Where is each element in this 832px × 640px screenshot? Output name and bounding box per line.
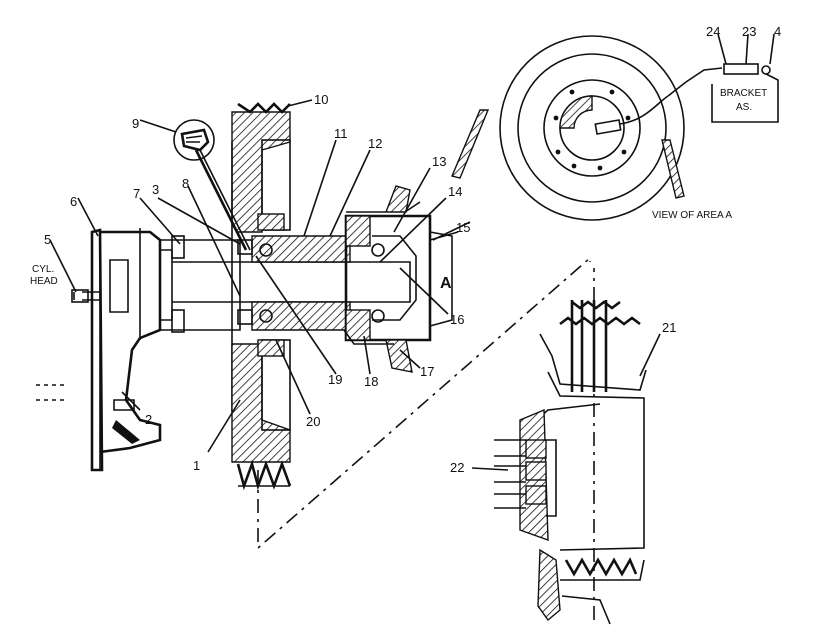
callout-8: 8 <box>182 176 189 191</box>
callout-17: 17 <box>420 364 434 379</box>
detail-boundary <box>257 256 591 550</box>
cyl-label: CYL. <box>32 264 54 275</box>
head-label: HEAD <box>30 276 58 287</box>
view-of-area-a <box>451 35 779 221</box>
area-a-marker: A <box>440 275 452 292</box>
callout-10: 10 <box>314 92 328 107</box>
callout-21: 21 <box>662 320 676 335</box>
callout-3: 3 <box>152 182 159 197</box>
leader-lines <box>49 33 775 471</box>
callout-18: 18 <box>364 374 378 389</box>
callout-14: 14 <box>448 184 462 199</box>
callout-4: 4 <box>774 24 781 39</box>
callout-22: 22 <box>450 460 464 475</box>
bracket-label: BRACKET <box>720 88 767 99</box>
callout-19: 19 <box>328 372 342 387</box>
callout-labels: 1 2 3 4 5 6 7 8 9 10 11 12 13 14 15 16 1… <box>44 24 781 475</box>
cylinder-head-bracket <box>36 228 241 472</box>
pulley-detail <box>494 300 647 625</box>
bolt-circle <box>553 89 631 171</box>
callout-15: 15 <box>456 220 470 235</box>
callout-24: 24 <box>706 24 720 39</box>
callout-6: 6 <box>70 194 77 209</box>
callout-20: 20 <box>306 414 320 429</box>
callout-2: 2 <box>145 412 152 427</box>
callout-7: 7 <box>133 186 140 201</box>
bracket-as-label: AS. <box>736 102 752 113</box>
callout-1: 1 <box>193 458 200 473</box>
callout-11: 11 <box>334 126 348 141</box>
callout-13: 13 <box>432 154 446 169</box>
view-caption: VIEW OF AREA A <box>652 210 732 221</box>
callout-23: 23 <box>742 24 756 39</box>
annotation-text: CYL. HEAD A VIEW OF AREA A BRACKET AS. <box>30 88 767 292</box>
callout-12: 12 <box>368 136 382 151</box>
callout-9: 9 <box>132 116 139 131</box>
callout-16: 16 <box>450 312 464 327</box>
clip-detail-9 <box>173 119 215 161</box>
fan-pulley-assembly <box>172 102 471 491</box>
callout-5: 5 <box>44 232 51 247</box>
